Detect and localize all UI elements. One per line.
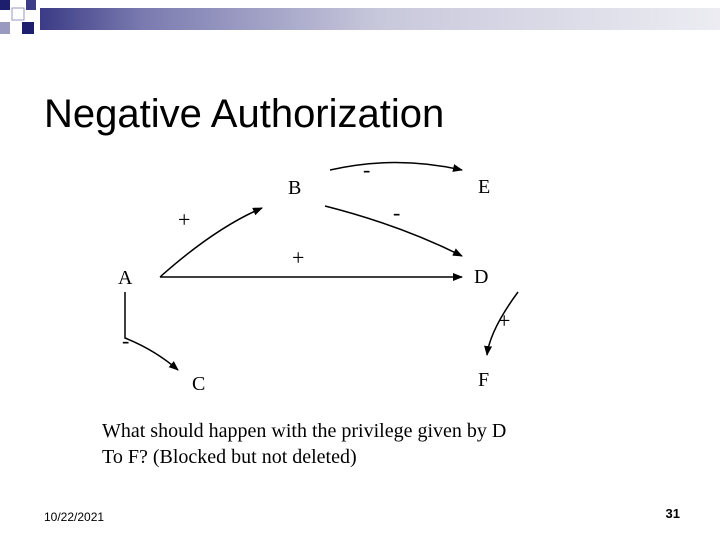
header-square-1 xyxy=(0,0,10,10)
slide-date: 10/22/2021 xyxy=(44,510,105,524)
edge-e-to-d xyxy=(324,205,463,257)
edge-d-to-f xyxy=(484,291,519,356)
question-text: What should happen with the privilege gi… xyxy=(102,418,506,470)
question-line-1: What should happen with the privilege gi… xyxy=(102,420,507,442)
node-d: D xyxy=(474,266,488,288)
sign-b-to-e: - xyxy=(363,157,370,182)
page-number: 31 xyxy=(665,506,680,521)
sign-d-to-f: + xyxy=(498,308,510,333)
header-square-5 xyxy=(22,22,34,34)
node-e: E xyxy=(478,176,490,198)
slide-title: Negative Authorization xyxy=(44,92,445,136)
header-square-4 xyxy=(0,22,10,34)
sign-a-to-b: + xyxy=(178,207,190,232)
node-c: C xyxy=(192,373,205,395)
sign-a-to-c: - xyxy=(122,328,129,353)
header-square-3 xyxy=(26,0,36,10)
header-gradient-bar xyxy=(40,8,720,30)
node-b: B xyxy=(288,177,301,199)
node-a: A xyxy=(118,267,133,289)
question-line-2: To F? (Blocked but not deleted) xyxy=(102,446,357,468)
node-f: F xyxy=(478,369,489,391)
edge-b-to-e xyxy=(329,161,463,172)
sign-b-to-d: + xyxy=(292,245,304,270)
header-square-2 xyxy=(11,7,25,21)
edge-a-to-b xyxy=(159,207,263,278)
sign-e-to-d: - xyxy=(393,200,400,225)
header-decoration xyxy=(0,0,720,34)
edge-a-to-c xyxy=(124,292,179,371)
